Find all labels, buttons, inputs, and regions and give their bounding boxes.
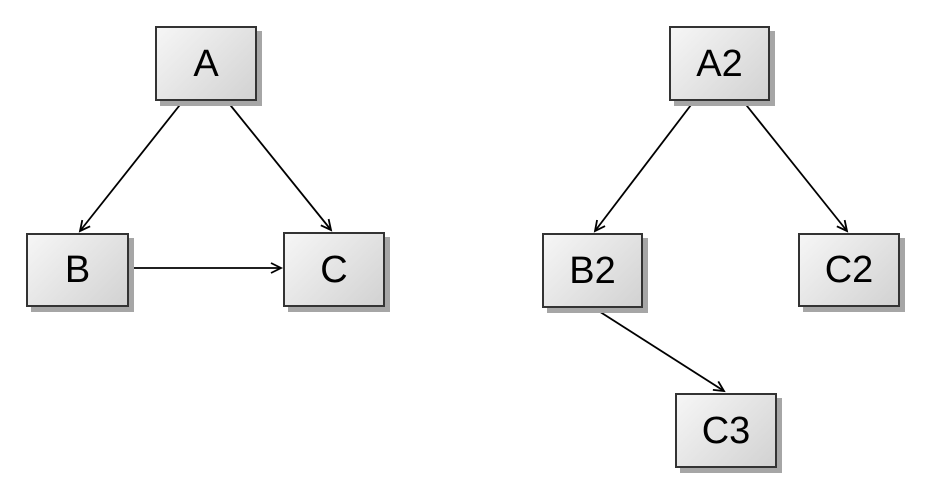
node-label: A2 xyxy=(696,42,743,85)
node-label: B2 xyxy=(569,249,616,292)
node-label: B xyxy=(64,249,91,291)
node-A[interactable]: A xyxy=(155,26,257,101)
edge-A2-C2 xyxy=(742,100,849,233)
node-C3[interactable]: C3 xyxy=(675,393,777,468)
node-label: C3 xyxy=(701,409,751,452)
edge-A-B xyxy=(78,100,184,233)
edge-A-C xyxy=(226,100,333,232)
node-B2[interactable]: B2 xyxy=(542,233,643,308)
node-C2[interactable]: C2 xyxy=(798,233,900,307)
edge-B2-C3 xyxy=(593,307,726,393)
node-label: C xyxy=(320,248,348,291)
edge-A2-B2 xyxy=(593,100,695,233)
node-C[interactable]: C xyxy=(283,232,385,307)
node-B[interactable]: B xyxy=(26,233,129,307)
node-label: C2 xyxy=(824,249,874,291)
node-label: A xyxy=(193,42,219,85)
node-A2[interactable]: A2 xyxy=(669,26,770,101)
